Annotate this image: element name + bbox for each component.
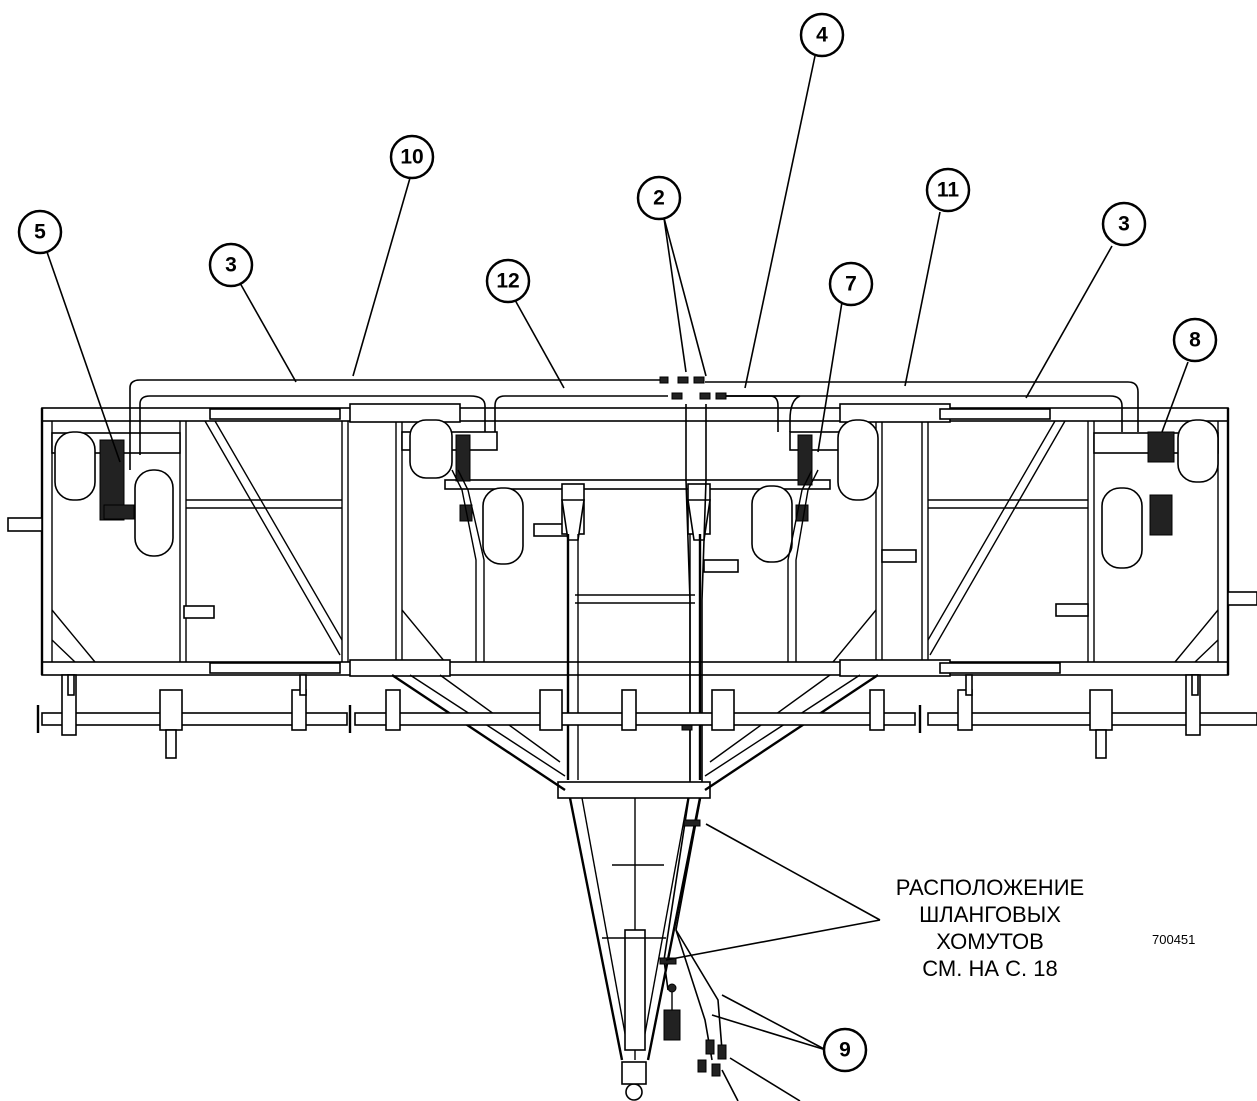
callout-3-left-label: 3 (225, 254, 237, 277)
wing-cylinders (209, 403, 1061, 677)
callout-2: 2 (636, 175, 682, 221)
hydraulic-hoses (129, 376, 1139, 1077)
note-line-1: РАСПОЛОЖЕНИЕ (896, 875, 1084, 900)
gauge-wheels (54, 419, 1219, 569)
callout-11-label: 11 (937, 179, 960, 202)
callout-9: 9 (822, 1027, 868, 1073)
callout-12: 12 (485, 258, 531, 304)
callout-7: 7 (828, 261, 874, 307)
callout-7-label: 7 (845, 273, 857, 296)
figure-number: 700451 (1152, 932, 1195, 947)
callout-3-left: 3 (208, 242, 254, 288)
callout-9-label: 9 (839, 1039, 851, 1062)
callout-11: 11 (925, 167, 971, 213)
callout-12-label: 12 (496, 270, 519, 293)
wheel-hubs (99, 431, 1175, 536)
note-line-4: СМ. НА С. 18 (922, 956, 1057, 981)
hose-clamp-note: РАСПОЛОЖЕНИЕ ШЛАНГОВЫХ ХОМУТОВ СМ. НА С.… (896, 875, 1084, 981)
rear-toolbar (36, 674, 1257, 759)
leader-lines (46, 55, 1189, 1101)
tongue-hitch (391, 534, 879, 1101)
callout-8: 8 (1172, 317, 1218, 363)
callout-3-right-label: 3 (1118, 213, 1130, 236)
main-frame (7, 407, 1257, 676)
callout-3-right: 3 (1101, 201, 1147, 247)
callout-4: 4 (799, 12, 845, 58)
callout-5: 5 (17, 209, 63, 255)
note-line-2: ШЛАНГОВЫХ (919, 902, 1061, 927)
callout-4-label: 4 (816, 24, 828, 47)
note-line-3: ХОМУТОВ (936, 929, 1044, 954)
figure-number-label: 700451 (1152, 932, 1195, 947)
callout-10-label: 10 (400, 146, 423, 169)
callout-5-label: 5 (34, 221, 46, 244)
callout-2-label: 2 (653, 187, 665, 210)
callout-10: 10 (389, 134, 435, 180)
callout-8-label: 8 (1189, 329, 1201, 352)
